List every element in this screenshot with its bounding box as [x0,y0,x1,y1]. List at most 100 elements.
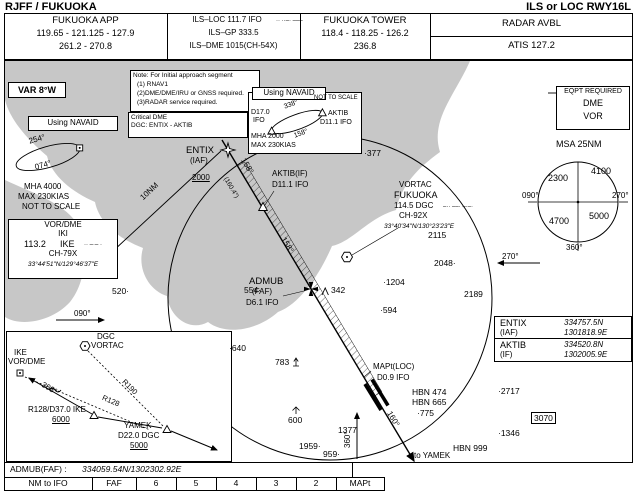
msa-circle [528,161,628,251]
msa-bearing: 360° [566,243,583,252]
runway-icon [363,378,390,411]
elevation-label: ·775 [417,408,435,418]
table-divider [300,13,301,60]
atis-freq: ATIS 127.2 [508,40,555,51]
navaid-name: IKI [58,229,68,238]
fix-name: AKTIB [500,340,527,350]
critical-dme-box [128,112,248,138]
mapt-dme: D0.9 IFO [377,373,410,382]
elevation-label: ·1346 [498,428,520,438]
dtable-cell: 3 [273,478,279,488]
eqpt-item: VOR [583,111,603,121]
hold-limit-dme: D17.0 [251,109,270,116]
chart-title-procedure: ILS or LOC RWY16L [526,1,631,13]
vortac-name: FUKUOKA [394,190,438,200]
fix-lat: 334520.8N [564,340,604,349]
hold-fix-dme: D11.1 IFO [320,119,352,126]
msa-bearing: 270° [612,191,629,200]
eqpt-item: DME [583,98,603,108]
arrival-heading-east: 090° [74,309,91,318]
fix-role: (IAF) [500,328,518,337]
ike-navaid-box [8,219,118,279]
not-to-scale-label: NOT TO SCALE [314,95,358,101]
fix-name-aktib: AKTIB(IF) [272,169,308,178]
tower-freqs-vhf: 118.4 - 118.25 - 126.2 [321,28,409,38]
hold-max-speed: MAX 230KIAS [18,192,70,201]
elevation-label: 1959· [299,441,321,451]
fix-triangle-icon [162,424,172,433]
table-divider [176,477,177,491]
table-divider [136,477,137,491]
dgc-label: DGC [97,332,115,341]
elevation-label: ·2717 [498,386,520,396]
fix-lat: 334757.5N [564,318,604,327]
table-divider [216,477,217,491]
elevation-label: 2048· [434,258,456,268]
dgc-morse-icon: –·· ––· –·–· [443,204,474,210]
app-title: FUKUOKA APP [52,15,119,26]
ifo-morse-icon: ·· ··–· ––– [276,18,303,24]
hbn-label: HBN 474 [412,387,447,397]
fix-triangle-icon [89,410,99,419]
elevation-label: ·1204 [383,277,405,287]
app-freqs-vhf: 119.65 - 121.125 - 127.9 [36,28,135,38]
navaid-type: VOR/DME [44,220,82,229]
app-freqs-uhf: 261.2 - 270.8 [58,41,113,51]
dtable-cell: 5 [193,478,199,488]
elevation-label: 1377 [338,425,357,435]
fix-dme-yamek: D22.0 DGC [118,431,160,440]
chart-title-airport: RJFF / FUKUOKA [5,1,97,13]
using-navaid-top-title: Using NAVAID [252,87,326,100]
dtable-header: NM to IFO [28,478,68,488]
note-line: (3)RADAR service required. [137,99,218,106]
table-divider [430,36,633,37]
arrival-heading-west: 270° [502,252,519,261]
vortac-freq-ident: 114.5 DGC [394,201,434,210]
note-line: (1) RNAV1 [137,81,168,88]
critical-dme-navaids: DGC: ENTIX - AKTIB [131,122,193,129]
not-to-scale-label: NOT TO SCALE [22,202,81,211]
dgc-hexagon-icon [79,341,91,351]
tower-title: FUKUOKA TOWER [323,15,407,26]
hold-limit-navaid: IFO [253,117,265,124]
ils-loc-freq: ILS–LOC 111.7 IFO [192,15,262,24]
using-navaid-top-box [248,92,362,154]
table-divider [256,477,257,491]
vortac-channel: CH-92X [399,211,428,220]
elevation-label: 2189 [464,289,483,299]
vortac-icon [340,251,354,263]
aktib-holding-pattern [267,107,327,135]
table-divider [296,477,297,491]
table-divider [167,13,168,60]
navaid-ident: IKE [60,239,75,249]
dgc-type-label: VORTAC [91,341,124,350]
leader-lines [264,190,399,378]
antenna-icon [292,406,300,414]
vortac-type: VORTAC [399,180,432,189]
ike-holding-pattern [15,142,84,172]
fix-role: (IF) [500,350,513,359]
ike-label: IKE [14,348,27,357]
msa-bearing: 090° [522,191,539,200]
obstacle-elevation: 600 [288,415,303,425]
table-divider [92,477,93,491]
table-divider [336,477,337,491]
note-line: Note: For Initial approach segment [133,72,233,79]
min-altitude: 6000 [52,415,70,424]
hold-fix-name: AKTIB [328,110,349,117]
hold-mha: MHA 2000 [251,133,284,140]
note-line: (2)DME/DME/IRU or GNSS required. [137,90,244,97]
faf-coords-label: ADMUB(FAF) : [10,464,67,474]
msa-title: MSA 25NM [556,139,602,149]
min-altitude: 2000 [192,173,210,182]
elevation-label: ·640 [229,343,247,353]
fix-triangle-icon [267,126,277,135]
faf-maltese-cross-icon [304,282,318,296]
tower-icon [293,357,299,367]
ike-morse-icon: ·· –·– · [84,242,102,248]
fix-name-yamek: YAMEK [124,421,152,430]
fix-role-iaf: (IAF) [190,156,208,165]
fix-lon: 1302005.9E [564,350,608,359]
tower-freqs-uhf: 236.8 [353,41,377,51]
